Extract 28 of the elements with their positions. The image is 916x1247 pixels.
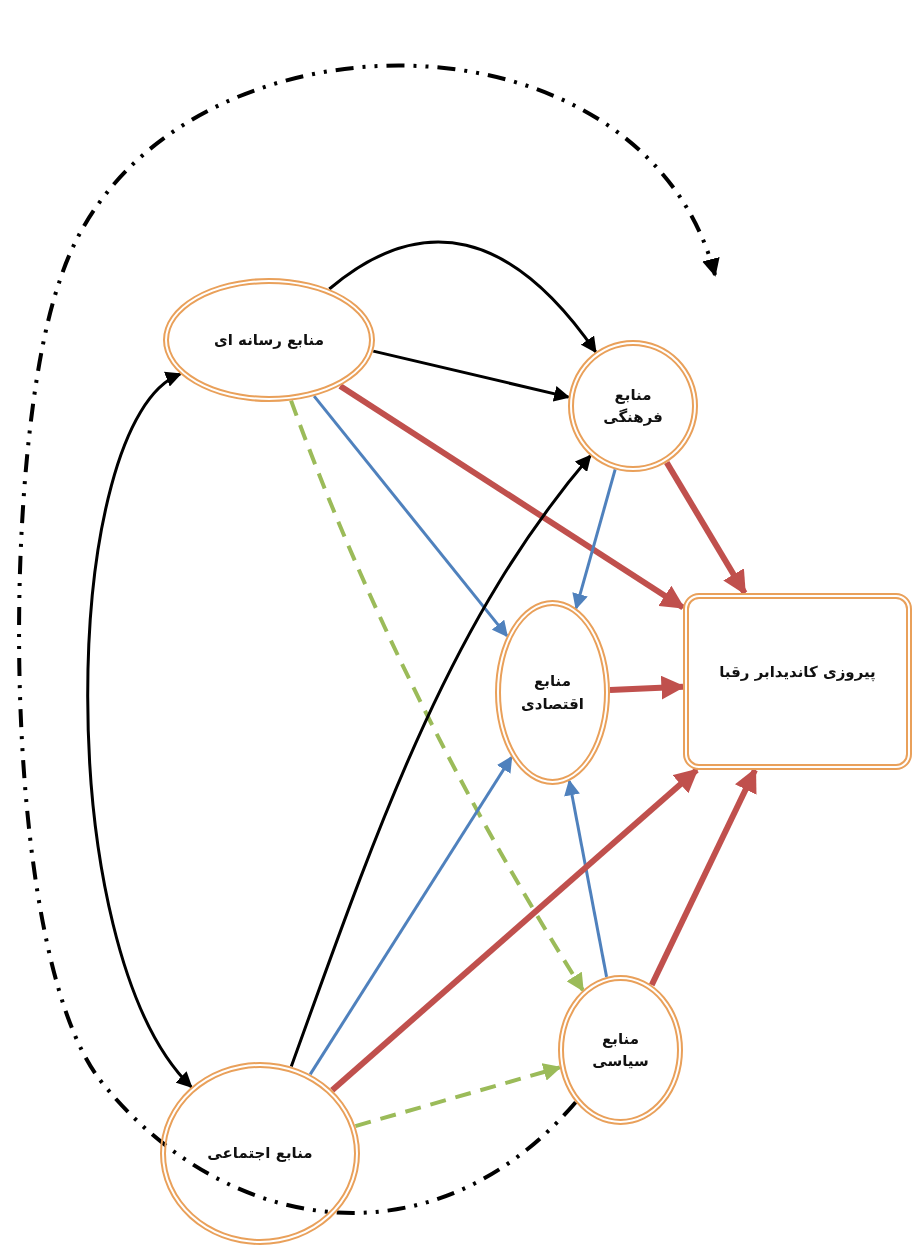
arrow xyxy=(572,469,617,610)
arrow xyxy=(664,460,748,596)
arrow xyxy=(338,383,685,611)
arrow xyxy=(17,64,718,1215)
node-label: منابع رسانه ای xyxy=(214,329,324,351)
arrow xyxy=(609,675,686,700)
resource-ellipse xyxy=(163,278,375,402)
arrow xyxy=(330,767,699,1093)
resource-ellipse xyxy=(160,1062,360,1245)
resource-ellipse xyxy=(568,340,698,472)
arrow xyxy=(86,372,193,1089)
outcome-box xyxy=(683,593,912,770)
arrow xyxy=(372,349,571,402)
arrow xyxy=(289,399,585,992)
arrow xyxy=(289,454,592,1068)
node-label: پیروزی کاندیدابر رقبا xyxy=(719,662,876,683)
node-label: منابع فرهنگی xyxy=(602,384,664,428)
arrow xyxy=(564,779,609,978)
arrow xyxy=(312,395,509,638)
node-label: منابع سیاسی xyxy=(591,1028,650,1072)
arrow xyxy=(354,1063,562,1129)
arrow xyxy=(308,755,513,1076)
node-label: منابع اقتصادی xyxy=(520,671,585,715)
node-label: منابع اجتماعی xyxy=(207,1143,313,1165)
arrow xyxy=(328,240,597,354)
arrow xyxy=(649,767,758,987)
resource-ellipse xyxy=(495,600,610,785)
resource-ellipse xyxy=(558,975,683,1125)
